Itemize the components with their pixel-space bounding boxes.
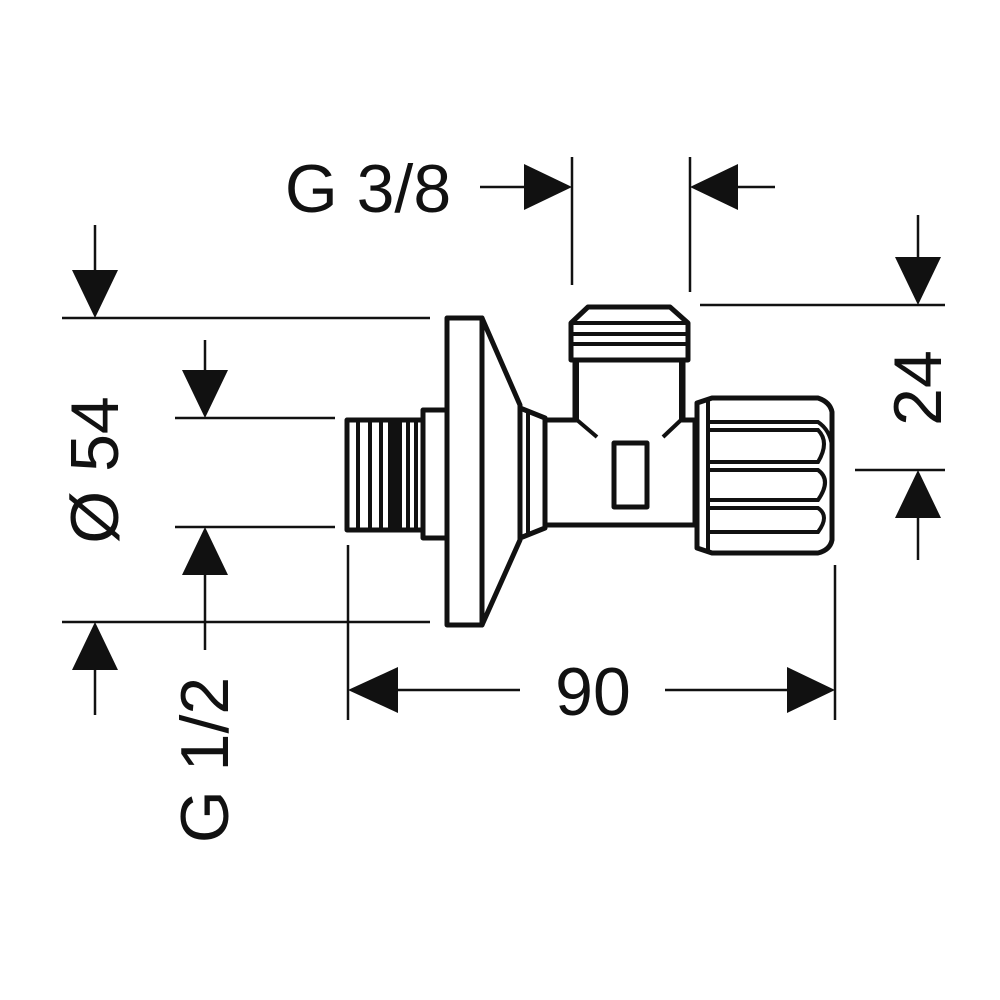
- diameter-54-dimension: Ø 54: [57, 225, 133, 715]
- extension-lines: [62, 157, 945, 720]
- angle-valve: [344, 304, 835, 628]
- diameter-54-label: Ø 54: [57, 396, 133, 543]
- length-90-dimension: 90: [348, 654, 835, 730]
- inlet-thread-label: G 1/2: [167, 677, 243, 843]
- height-24-label: 24: [880, 350, 956, 426]
- outlet-thread-label: G 3/8: [285, 151, 451, 227]
- handwheel-knob: [694, 395, 835, 556]
- inlet-thread-lines: [356, 422, 418, 528]
- inlet-thread-dimension: G 1/2: [167, 340, 243, 843]
- length-90-label: 90: [555, 654, 631, 730]
- indicator-window: [611, 440, 650, 510]
- outlet-thread-dimension: G 3/8: [285, 151, 775, 227]
- height-24-dimension: 24: [880, 215, 956, 560]
